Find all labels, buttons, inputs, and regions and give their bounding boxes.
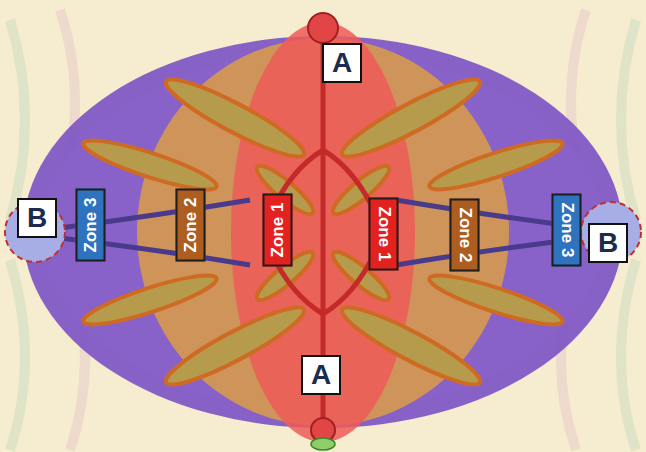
zone-label: Zone 3: [75, 189, 105, 262]
portal-triad-label: A: [322, 43, 362, 83]
label-text: Zone 3: [80, 198, 100, 253]
label-text: Zone 2: [180, 198, 200, 253]
central-vein-label: B: [588, 223, 628, 263]
label-text: A: [332, 47, 352, 79]
label-text: Zone 1: [373, 207, 393, 262]
portal-triad-label: A: [301, 355, 341, 395]
zone-label: Zone 2: [175, 189, 205, 262]
label-text: Zone 2: [454, 208, 474, 263]
label-text: Zone 3: [556, 203, 576, 258]
label-text: Zone 1: [267, 203, 287, 258]
zone-label: Zone 1: [368, 198, 398, 271]
label-text: A: [311, 359, 331, 391]
label-text: B: [27, 202, 47, 234]
zone-label: Zone 1: [262, 194, 292, 267]
zone-label: Zone 2: [449, 199, 479, 272]
central-vein-label: B: [17, 198, 57, 238]
label-text: B: [598, 227, 618, 259]
zone-label: Zone 3: [551, 194, 581, 267]
